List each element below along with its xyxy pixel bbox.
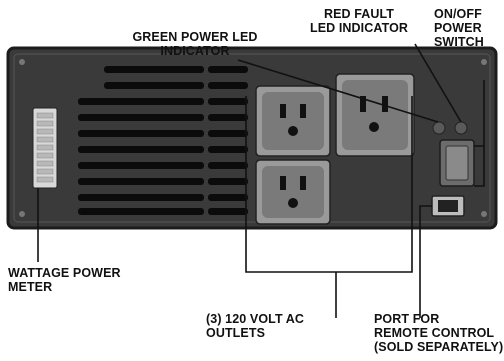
label-wattage-meter-line2: METER (8, 280, 53, 294)
vent-slot (78, 208, 174, 215)
meter-segment (36, 176, 54, 183)
vent-slot (78, 178, 174, 185)
label-power-switch-line1: ON/OFF (434, 7, 482, 21)
label-red-fault-led-line2: LED INDICATOR (309, 21, 409, 35)
vent-slot (208, 194, 248, 201)
label-power-switch-line3: SWITCH (434, 35, 484, 49)
vent-slot (208, 82, 248, 89)
vent-slot (78, 114, 174, 121)
vent-slot (164, 98, 204, 105)
label-power-switch-line2: POWER (434, 21, 482, 35)
label-remote-port-line2: REMOTE CONTROL (374, 326, 495, 340)
vent-slot (208, 66, 248, 73)
ventilation-slots (78, 66, 248, 215)
wattage-meter-segments (36, 112, 54, 183)
vent-slot (208, 98, 248, 105)
vent-slot (164, 178, 204, 185)
meter-segment (36, 112, 54, 119)
label-power-switch: ON/OFF POWER SWITCH (434, 7, 504, 49)
callout-lines (37, 43, 485, 318)
vent-slot (164, 194, 204, 201)
label-green-power-led-line2: INDICATOR (160, 44, 230, 58)
vent-slot (208, 130, 248, 137)
red-fault-led (454, 121, 468, 135)
vent-slot (164, 114, 204, 121)
label-remote-port-note: (SOLD SEPARATELY) (374, 340, 504, 354)
vent-slot (208, 114, 248, 121)
vent-slot (164, 162, 204, 169)
meter-segment (36, 160, 54, 167)
label-red-fault-led: RED FAULT LED INDICATOR (300, 7, 418, 35)
label-wattage-meter-line1: WATTAGE POWER (8, 266, 121, 280)
screw-bottom-left (19, 211, 25, 217)
power-switch-rocker (445, 145, 469, 181)
vent-slot (104, 66, 174, 73)
vent-slot (208, 146, 248, 153)
label-green-power-led-line1: GREEN POWER LED (132, 30, 258, 44)
remote-port-socket (438, 200, 458, 212)
label-remote-port-line1: PORT FOR (374, 312, 440, 326)
screw-top-left (19, 59, 25, 65)
vent-slot (208, 162, 248, 169)
outlet-top-left (255, 85, 331, 157)
label-wattage-meter: WATTAGE POWER METER (8, 266, 178, 294)
label-red-fault-led-line1: RED FAULT (323, 7, 395, 21)
vent-slot (164, 208, 204, 215)
meter-segment (36, 120, 54, 127)
outlet-top-right (335, 73, 415, 157)
label-outlets-line1: (3) 120 VOLT AC (206, 312, 305, 326)
vent-slot (208, 178, 248, 185)
meter-segment (36, 128, 54, 135)
label-outlets-line2: OUTLETS (206, 326, 266, 340)
screw-bottom-right (481, 211, 487, 217)
vent-slot (78, 130, 174, 137)
vent-slot (164, 66, 204, 73)
screw-top-right (481, 59, 487, 65)
meter-segment (36, 144, 54, 151)
outlet-bottom (255, 159, 331, 225)
vent-slot (78, 146, 174, 153)
meter-segment (36, 136, 54, 143)
vent-slot (208, 208, 248, 215)
label-remote-port: PORT FOR REMOTE CONTROL (SOLD SEPARATELY… (374, 312, 504, 354)
vent-slot (164, 146, 204, 153)
meter-segment (36, 152, 54, 159)
vent-slot (78, 98, 174, 105)
meter-segment (36, 168, 54, 175)
vent-slot (78, 194, 174, 201)
vent-slot (78, 162, 174, 169)
vent-slot (164, 130, 204, 137)
vent-slot (164, 82, 204, 89)
chassis-inner-bevel (13, 53, 491, 223)
label-green-power-led: GREEN POWER LED INDICATOR (103, 30, 287, 58)
green-power-led (432, 121, 446, 135)
label-outlets: (3) 120 VOLT AC OUTLETS (206, 312, 356, 340)
vent-slot (104, 82, 174, 89)
